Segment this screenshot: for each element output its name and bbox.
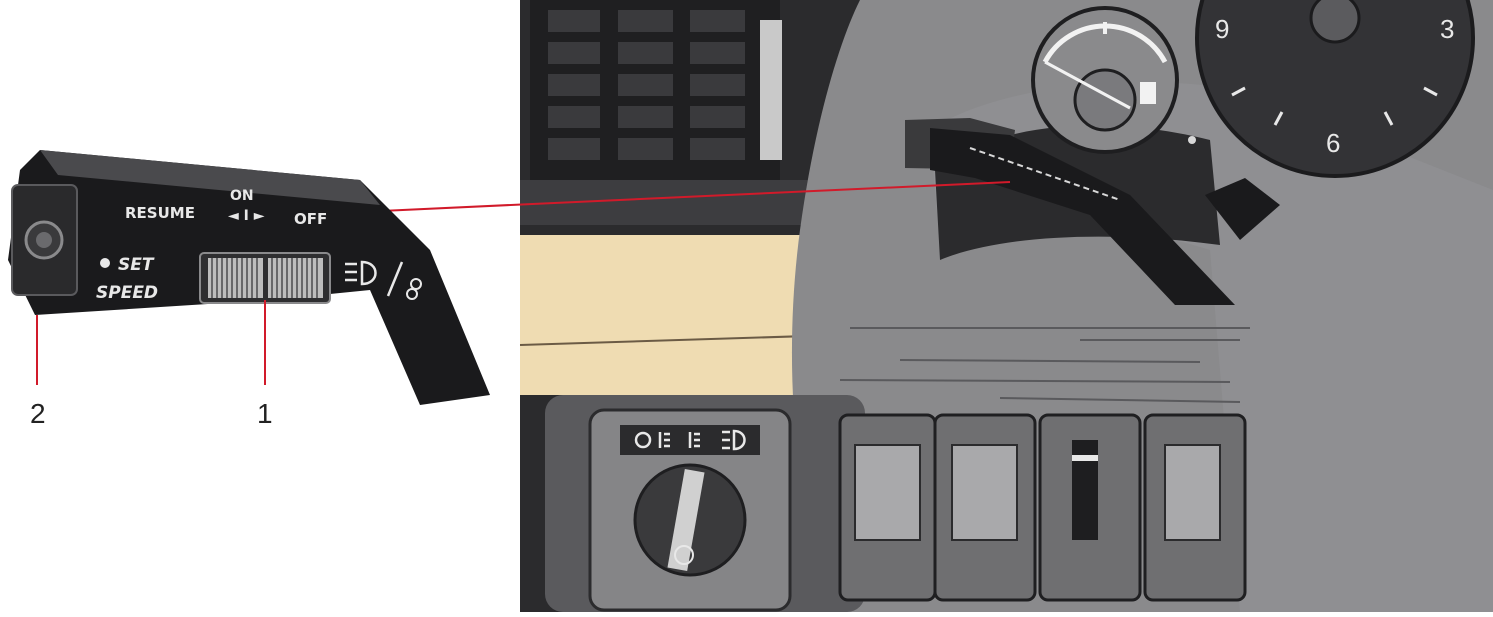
fuel-pump-icon [1140, 82, 1156, 104]
vent-thumbwheel [760, 20, 782, 160]
off-label: OFF [294, 210, 327, 228]
set-label: SET [118, 255, 155, 275]
clock-hour-9: 9 [1215, 14, 1229, 44]
speed-label: SPEED [96, 283, 158, 303]
lower-switch-panel [545, 395, 865, 612]
rocker-switch-bank [840, 415, 1245, 600]
cruise-control-stalk: ON RESUME ◄ I ► OFF SET SPEED [8, 150, 490, 405]
callout-number-2: 2 [30, 398, 46, 430]
on-label: ON [230, 188, 254, 204]
resume-off-rocker-switch [200, 253, 330, 303]
fuel-gauge [1033, 8, 1177, 152]
set-dot-icon [100, 258, 110, 268]
air-vent [530, 0, 782, 180]
direction-arrows-label: ◄ I ► [228, 208, 265, 224]
clock-hour-6: 6 [1326, 128, 1340, 158]
clock-hour-3: 3 [1440, 14, 1454, 44]
indicator-lamp [1188, 136, 1196, 144]
callout-number-1: 1 [257, 398, 273, 430]
dashboard-scene: 9 3 6 [520, 0, 1493, 612]
resume-label: RESUME [125, 204, 195, 222]
